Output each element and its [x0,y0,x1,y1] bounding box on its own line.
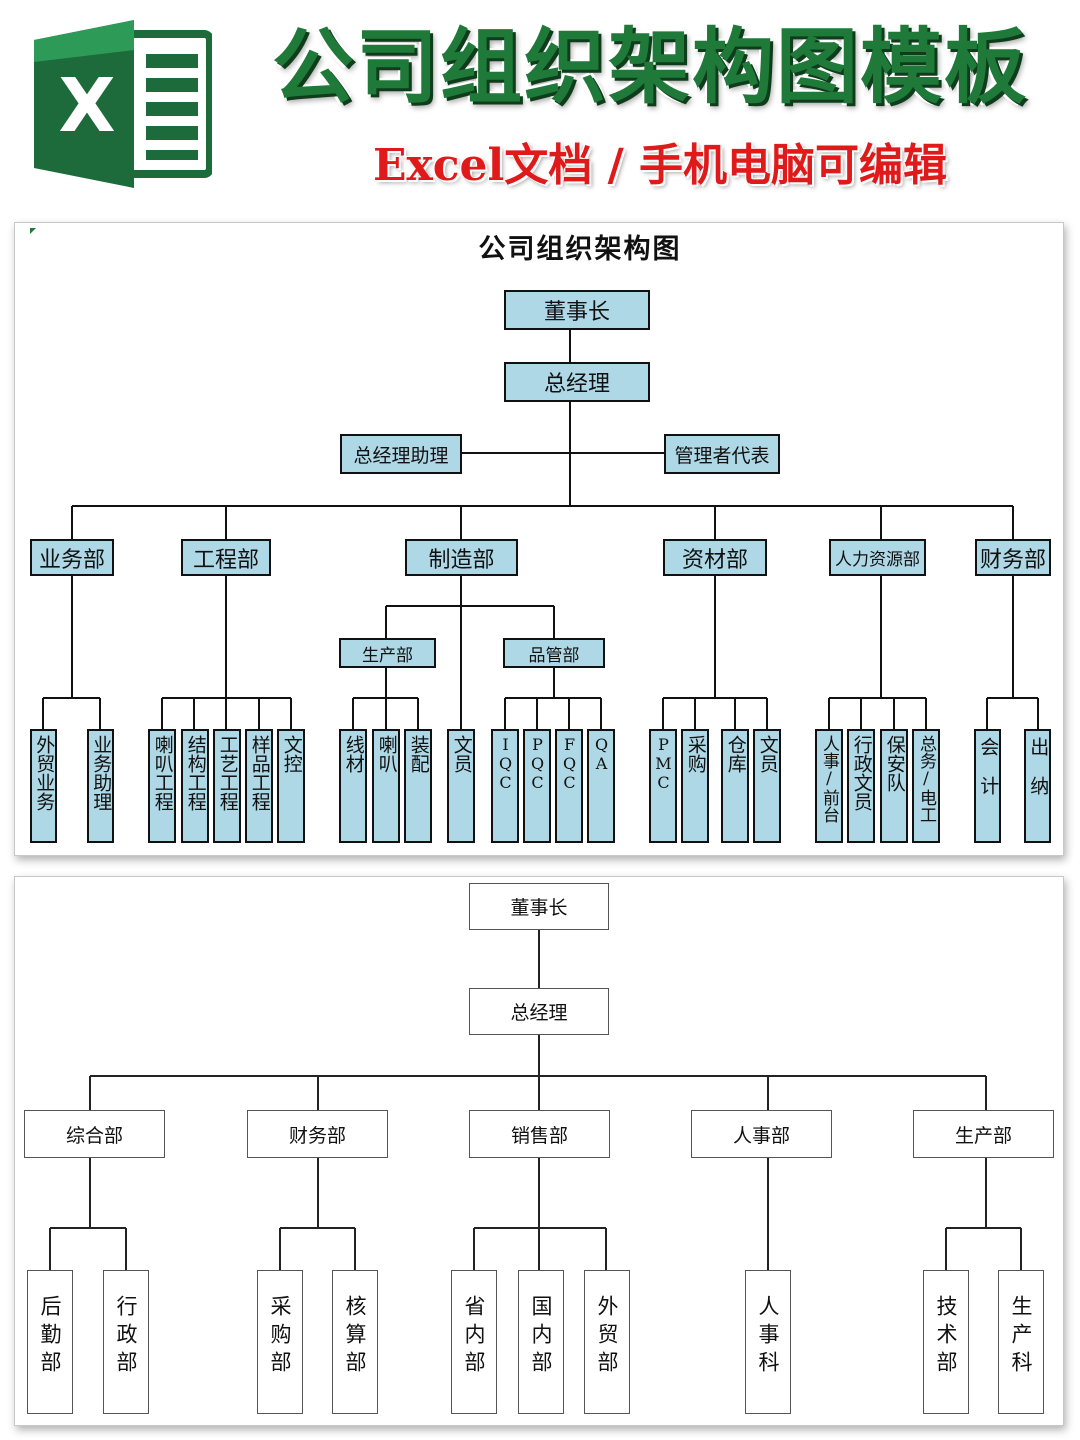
chart2-unit: 后勤部 [27,1270,73,1414]
chart1-unit-label: 采购 [684,735,707,773]
chart1-title: 公司组织架构图 [478,234,682,265]
chart1-node-chairman: 董事长 [504,290,650,330]
chart1-node-gm-assistant: 总经理助理 [340,434,462,474]
chart1-unit: PQC [523,729,551,843]
chart1-dept-manufacturing: 制造部 [405,539,518,576]
chart1-dept-hr: 人力资源部 [829,539,926,576]
chart1-unit-label: 喇叭工程 [151,735,174,811]
chart1-unit-label: 人事/前台 [819,735,839,823]
chart1-unit-label: 线材 [342,735,365,773]
chart2-unit-label: 后勤部 [38,1295,62,1379]
chart1-unit-label: FQC [560,735,579,792]
chart2-dept-general-affairs: 综合部 [24,1110,165,1158]
chart1-node-general-manager: 总经理 [504,362,650,402]
chart2-unit: 人事科 [745,1270,791,1414]
chart1-unit: IQC [491,729,519,843]
chart2-unit: 外贸部 [584,1270,630,1414]
chart1-unit: 出纳 [1024,729,1051,843]
chart1-subdept-production: 生产部 [339,638,436,668]
chart1-unit: PMC [649,729,677,843]
chart1-unit-label: 业务助理 [90,735,113,811]
chart1-unit: 工艺工程 [213,729,241,843]
excel-logo-letter: X [58,63,116,149]
chart1-unit: 外贸业务 [30,729,57,843]
chart1-unit-label: PMC [654,735,673,792]
chart1-unit-label: 文员 [450,735,473,773]
chart2-unit-label: 外贸部 [595,1295,619,1379]
chart1-unit: 线材 [339,729,367,843]
chart1-dept-engineering: 工程部 [181,539,271,576]
chart1-unit: 喇叭工程 [148,729,176,843]
chart1-unit-label: 文员 [756,735,779,773]
chart1-unit-label: 文控 [280,735,303,773]
chart1-unit-label: IQC [496,735,515,792]
page-title: 公司组织架构图模板 [271,20,1028,115]
chart1-unit: FQC [555,729,583,843]
chart1-unit: 装配 [404,729,432,843]
chart2-unit: 行政部 [103,1270,149,1414]
chart2-unit: 采购部 [257,1270,303,1414]
chart2-unit-label: 人事科 [756,1295,780,1379]
chart1-unit: 样品工程 [245,729,273,843]
chart2-unit-label: 采购部 [268,1295,292,1379]
chart1-unit-label: 外贸业务 [33,735,56,811]
chart2-unit: 核算部 [332,1270,378,1414]
chart1-unit: 文员 [447,729,475,843]
chart2-unit-label: 技术部 [934,1295,958,1379]
chart1-node-management-rep: 管理者代表 [664,434,780,474]
chart1-unit-label: 工艺工程 [216,735,239,811]
chart1-unit: 结构工程 [181,729,209,843]
chart1-unit-label: QA [592,735,611,773]
chart2-node-general-manager: 总经理 [469,988,609,1035]
chart2-unit: 技术部 [923,1270,969,1414]
chart1-unit-label: 仓库 [724,735,747,773]
chart2-unit: 生产科 [998,1270,1044,1414]
chart1-unit: 人事/前台 [815,729,843,843]
chart1-unit-label: 总务/电工 [916,735,936,823]
chart1-dept-business: 业务部 [30,539,114,576]
chart2-unit-label: 国内部 [529,1295,553,1379]
chart1-unit-label: PQC [528,735,547,792]
chart1-dept-materials: 资材部 [663,539,767,576]
chart1-unit: 仓库 [721,729,749,843]
chart1-subdept-quality: 品管部 [503,638,605,668]
chart2-dept-production: 生产部 [913,1110,1054,1158]
chart2-unit-label: 省内部 [462,1295,486,1379]
chart1-unit: 采购 [681,729,709,843]
chart2-dept-finance: 财务部 [247,1110,388,1158]
chart1-unit-label: 装配 [407,735,430,773]
chart2-unit-label: 生产科 [1009,1295,1033,1379]
chart1-unit: 喇叭 [372,729,400,843]
chart1-unit-label: 会计 [977,737,1000,815]
chart2-unit: 国内部 [518,1270,564,1414]
chart1-unit-label: 结构工程 [184,735,207,811]
chart2-dept-sales: 销售部 [469,1110,610,1158]
chart1-unit: 会计 [974,729,1001,843]
chart1-unit: 业务助理 [87,729,114,843]
chart1-unit-label: 样品工程 [248,735,271,811]
chart1-unit: QA [587,729,615,843]
chart2-node-chairman: 董事长 [469,883,609,930]
chart1-unit: 保安队 [880,729,908,843]
chart1-unit-label: 保安队 [883,735,906,792]
page-subtitle: Excel文档 / 手机电脑可编辑 [373,140,947,191]
chart2-unit-label: 核算部 [343,1295,367,1379]
chart1-unit: 文员 [753,729,781,843]
chart2-dept-hr: 人事部 [691,1110,832,1158]
chart1-unit-label: 出纳 [1027,737,1050,815]
excel-logo-icon: X [34,20,214,188]
chart2-unit-label: 行政部 [114,1295,138,1379]
chart1-unit-label: 行政文员 [850,735,873,811]
chart2-unit: 省内部 [451,1270,497,1414]
chart1-unit-label: 喇叭 [375,735,398,773]
chart1-unit: 行政文员 [847,729,875,843]
chart1-unit: 文控 [277,729,305,843]
chart1-unit: 总务/电工 [912,729,940,843]
chart1-dept-finance: 财务部 [975,539,1051,576]
cell-corner-marker [30,228,36,234]
